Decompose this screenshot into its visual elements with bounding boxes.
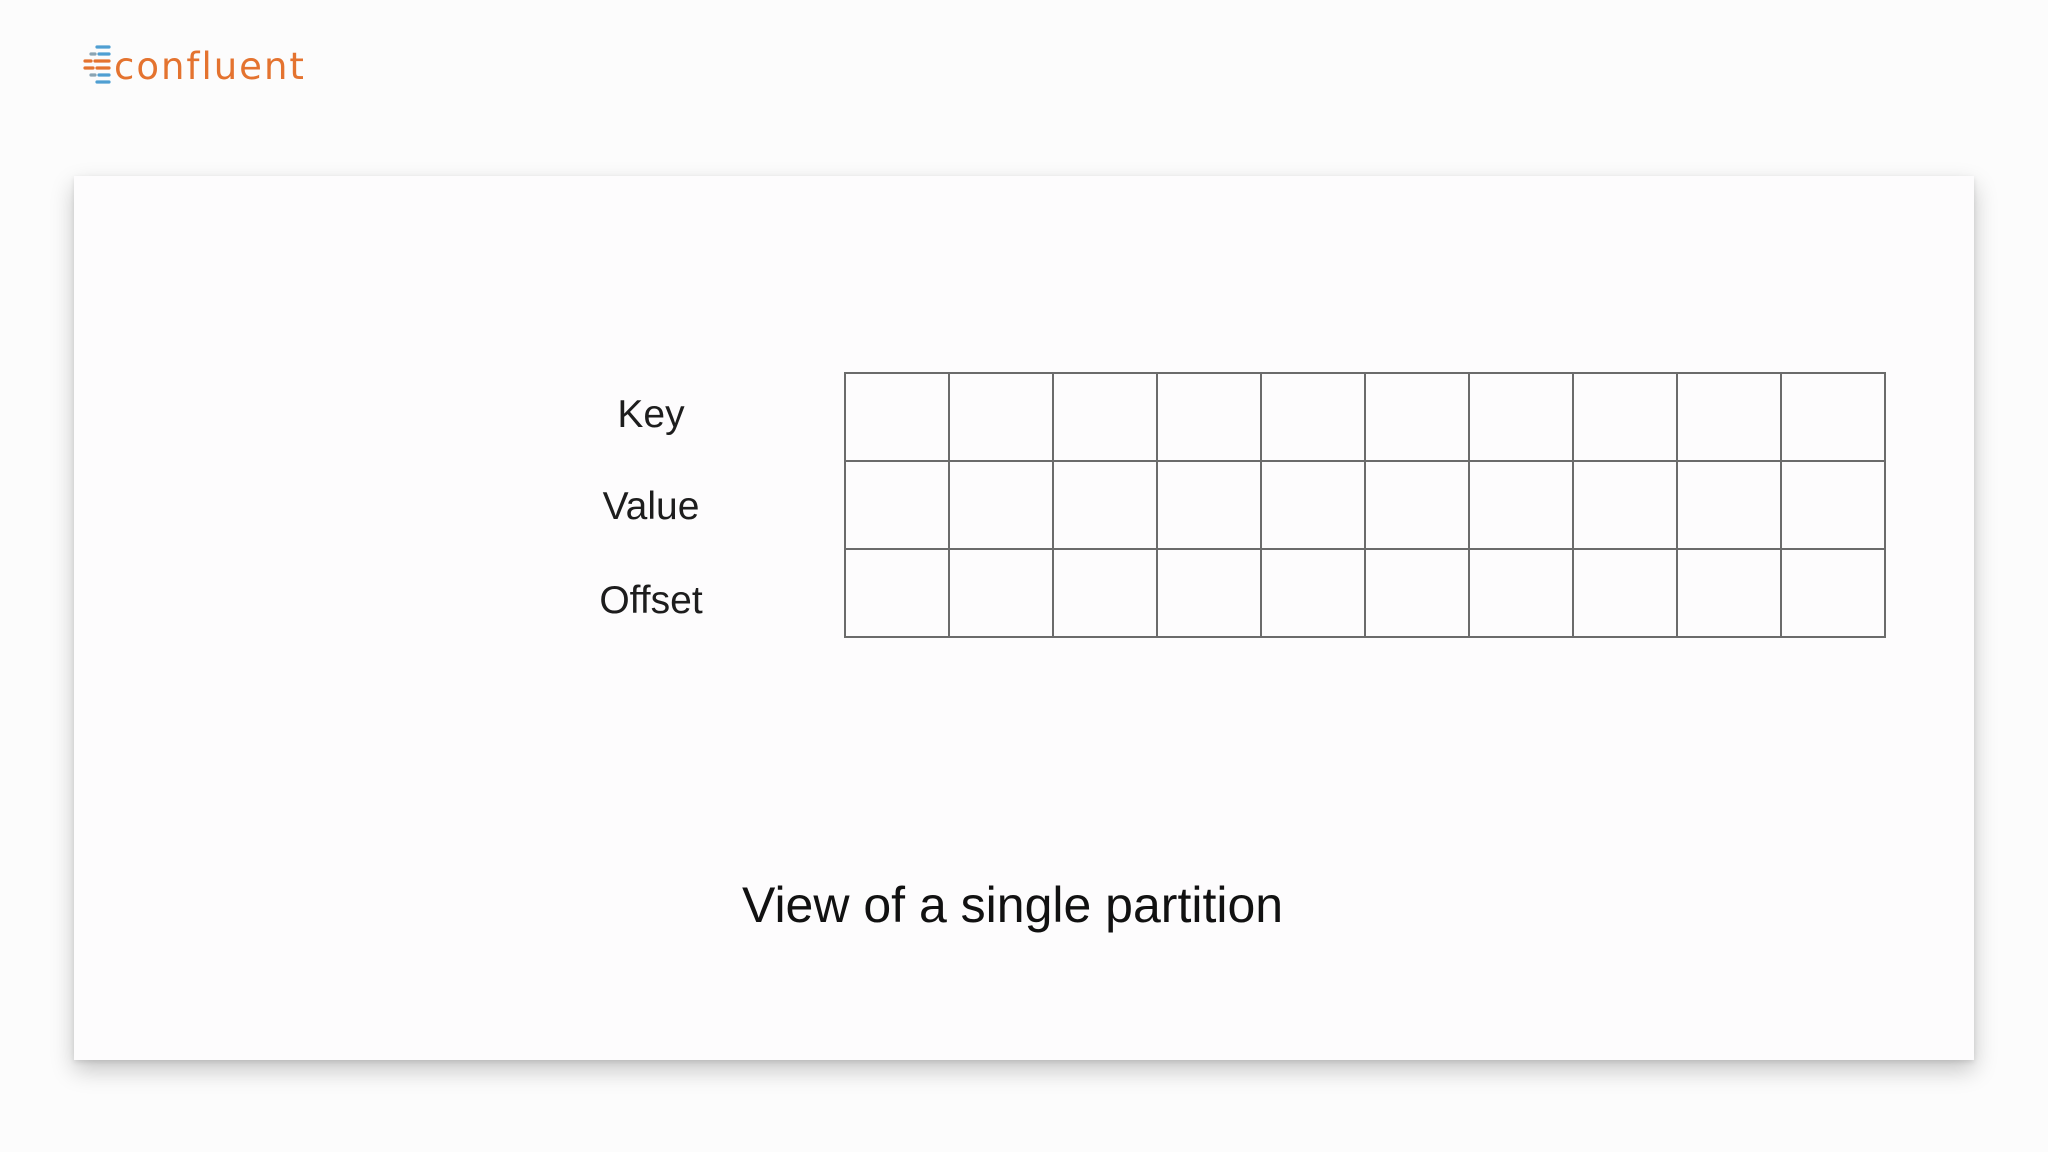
grid-cell: [1468, 548, 1574, 638]
grid-cell: [1572, 460, 1678, 550]
confluent-logo: confluent: [82, 44, 306, 90]
logo-wordmark: confluent: [114, 44, 306, 88]
grid-cell: [1572, 372, 1678, 462]
caption-text: View of a single partition: [742, 877, 1284, 933]
partition-grid: [844, 372, 1886, 638]
grid-cell: [1052, 460, 1158, 550]
grid-cell: [948, 372, 1054, 462]
grid-cell: [1780, 460, 1886, 550]
row-label-offset: Offset: [599, 579, 703, 622]
grid-row-offset: [844, 548, 1886, 638]
grid-cell: [1676, 460, 1782, 550]
grid-cell: [1780, 372, 1886, 462]
grid-cell: [1468, 372, 1574, 462]
grid-cell: [1364, 548, 1470, 638]
grid-cell: [1156, 460, 1262, 550]
grid-cell: [1780, 548, 1886, 638]
grid-cell: [1676, 372, 1782, 462]
grid-cell: [1052, 372, 1158, 462]
grid-cell: [948, 460, 1054, 550]
diagram-card: Key Value Offset View of a single partit…: [74, 176, 1974, 1060]
grid-cell: [1052, 548, 1158, 638]
grid-cell: [1260, 372, 1366, 462]
grid-cell: [844, 460, 950, 550]
grid-cell: [1572, 548, 1678, 638]
grid-row-value: [844, 460, 1886, 550]
confluent-logo-icon: [83, 45, 111, 84]
grid-cell: [1260, 460, 1366, 550]
grid-cell: [844, 548, 950, 638]
diagram-caption: View of a single partition: [74, 880, 1974, 930]
row-label-value: Value: [602, 485, 700, 528]
grid-cell: [844, 372, 950, 462]
grid-cell: [1364, 460, 1470, 550]
row-label-key: Key: [617, 393, 685, 436]
grid-cell: [1156, 548, 1262, 638]
grid-cell: [1364, 372, 1470, 462]
grid-cell: [1156, 372, 1262, 462]
grid-cell: [1468, 460, 1574, 550]
grid-cell: [948, 548, 1054, 638]
grid-row-key: [844, 372, 1886, 462]
grid-cell: [1260, 548, 1366, 638]
grid-cell: [1676, 548, 1782, 638]
